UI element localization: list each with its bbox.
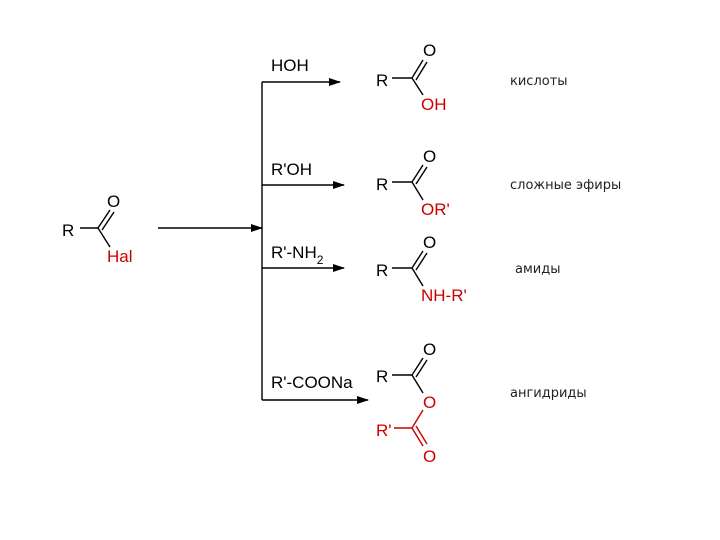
label-acids: кислоты — [510, 74, 568, 89]
ester-r: R — [376, 175, 388, 194]
anhydride-o-top: O — [423, 340, 436, 359]
reactant-o: O — [107, 192, 120, 211]
anhydride-r2: R' — [376, 421, 392, 440]
reagent-carboxylate: R'-COONa — [271, 373, 353, 392]
acid-oh: OH — [421, 95, 447, 114]
reagent-roh: R'OH — [271, 160, 312, 179]
anhydride-double2-a — [411, 427, 424, 447]
row-esters: R'OH R O OR' сложные эфиры — [262, 147, 621, 219]
anhydride-o-bridge: O — [423, 393, 436, 412]
reactant-double-bond-b — [101, 211, 115, 231]
amide-double-a — [411, 250, 424, 269]
amide-nhr: NH-R' — [421, 286, 467, 305]
acid-o: O — [423, 41, 436, 60]
reagent-amine-sub: 2 — [317, 253, 324, 267]
anhydride-o-bottom: O — [423, 447, 436, 466]
amide-r: R — [376, 261, 388, 280]
label-esters: сложные эфиры — [510, 178, 621, 193]
anhydride-double-a — [411, 357, 424, 376]
anhydride-double-b — [415, 359, 428, 378]
acid-r: R — [376, 71, 388, 90]
reactant-double-bond-a — [97, 209, 111, 229]
acid-bond-oh — [411, 77, 424, 96]
ester-or: OR' — [421, 200, 450, 219]
reactant-r: R — [62, 221, 74, 240]
label-anhydrides: ангидриды — [510, 386, 587, 401]
ester-double-a — [411, 164, 424, 183]
row-anhydrides: R'-COONa R O O R' O ангидриды — [262, 340, 587, 466]
acid-double-a — [411, 59, 424, 79]
anhydride-double2-b — [415, 425, 428, 445]
reagent-hoh: HOH — [271, 56, 309, 75]
reactant-hal: Hal — [107, 247, 133, 266]
amide-o: O — [423, 233, 436, 252]
reactant-bond-hal — [97, 227, 111, 248]
row-amides: R'-NH2 R O NH-R' амиды — [262, 233, 560, 305]
amide-bond-n — [411, 267, 424, 287]
ester-bond-or — [411, 181, 424, 201]
amide-double-b — [415, 252, 428, 271]
reagent-amine: R'-NH2 — [271, 243, 324, 267]
row-acids: HOH R O OH кислоты — [262, 41, 568, 114]
ester-o: O — [423, 147, 436, 166]
anhydride-bond-o — [411, 374, 424, 394]
anhydride-r: R — [376, 367, 388, 386]
reagent-amine-main: R'-NH — [271, 243, 317, 262]
anhydride-bond-o-c2 — [411, 409, 424, 429]
reactant-acyl-halide: R O Hal — [62, 192, 133, 266]
ester-double-b — [415, 166, 428, 185]
label-amides: амиды — [515, 262, 560, 277]
acid-double-b — [415, 61, 428, 81]
